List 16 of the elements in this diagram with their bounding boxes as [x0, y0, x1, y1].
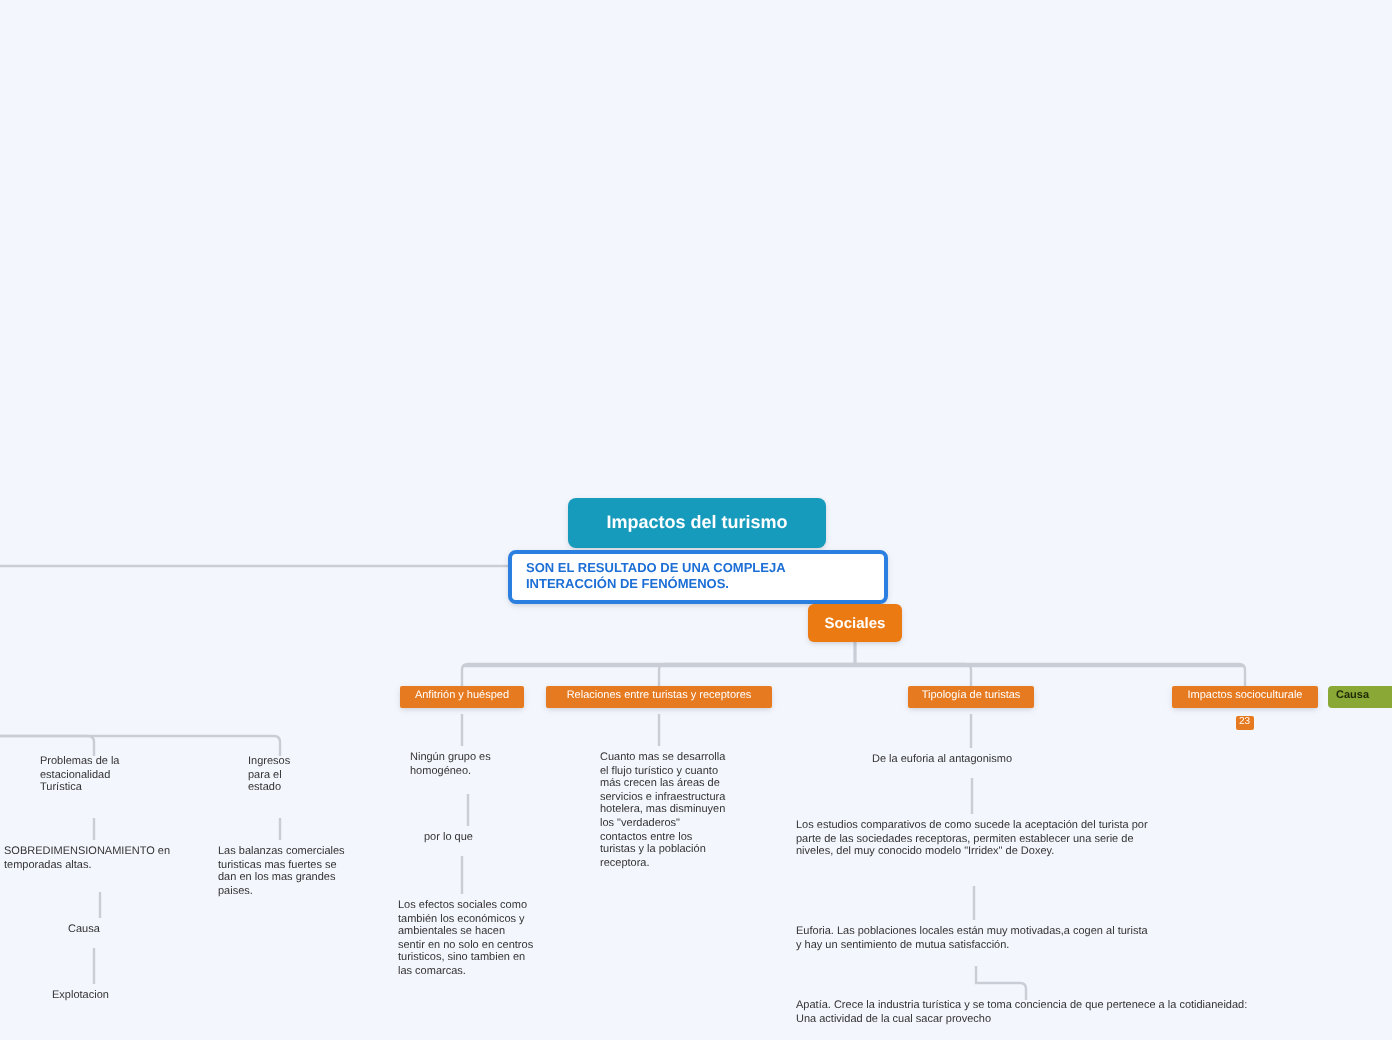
central-topic-box: Impactos del turismo — [568, 498, 826, 548]
connector-line — [92, 818, 96, 840]
connector-line — [969, 714, 973, 748]
connector-line — [853, 642, 1247, 686]
connector-line — [98, 892, 102, 918]
connector-line — [278, 818, 282, 840]
connector-line — [974, 966, 1028, 1000]
connector-line — [0, 734, 282, 756]
connector-line — [460, 856, 464, 894]
connector-line — [92, 948, 96, 984]
connector-line — [466, 794, 470, 826]
connector-line — [657, 714, 661, 746]
connector-line — [0, 564, 508, 568]
connector-line — [972, 886, 976, 920]
connector-line — [970, 778, 974, 814]
connector-line — [460, 714, 464, 746]
